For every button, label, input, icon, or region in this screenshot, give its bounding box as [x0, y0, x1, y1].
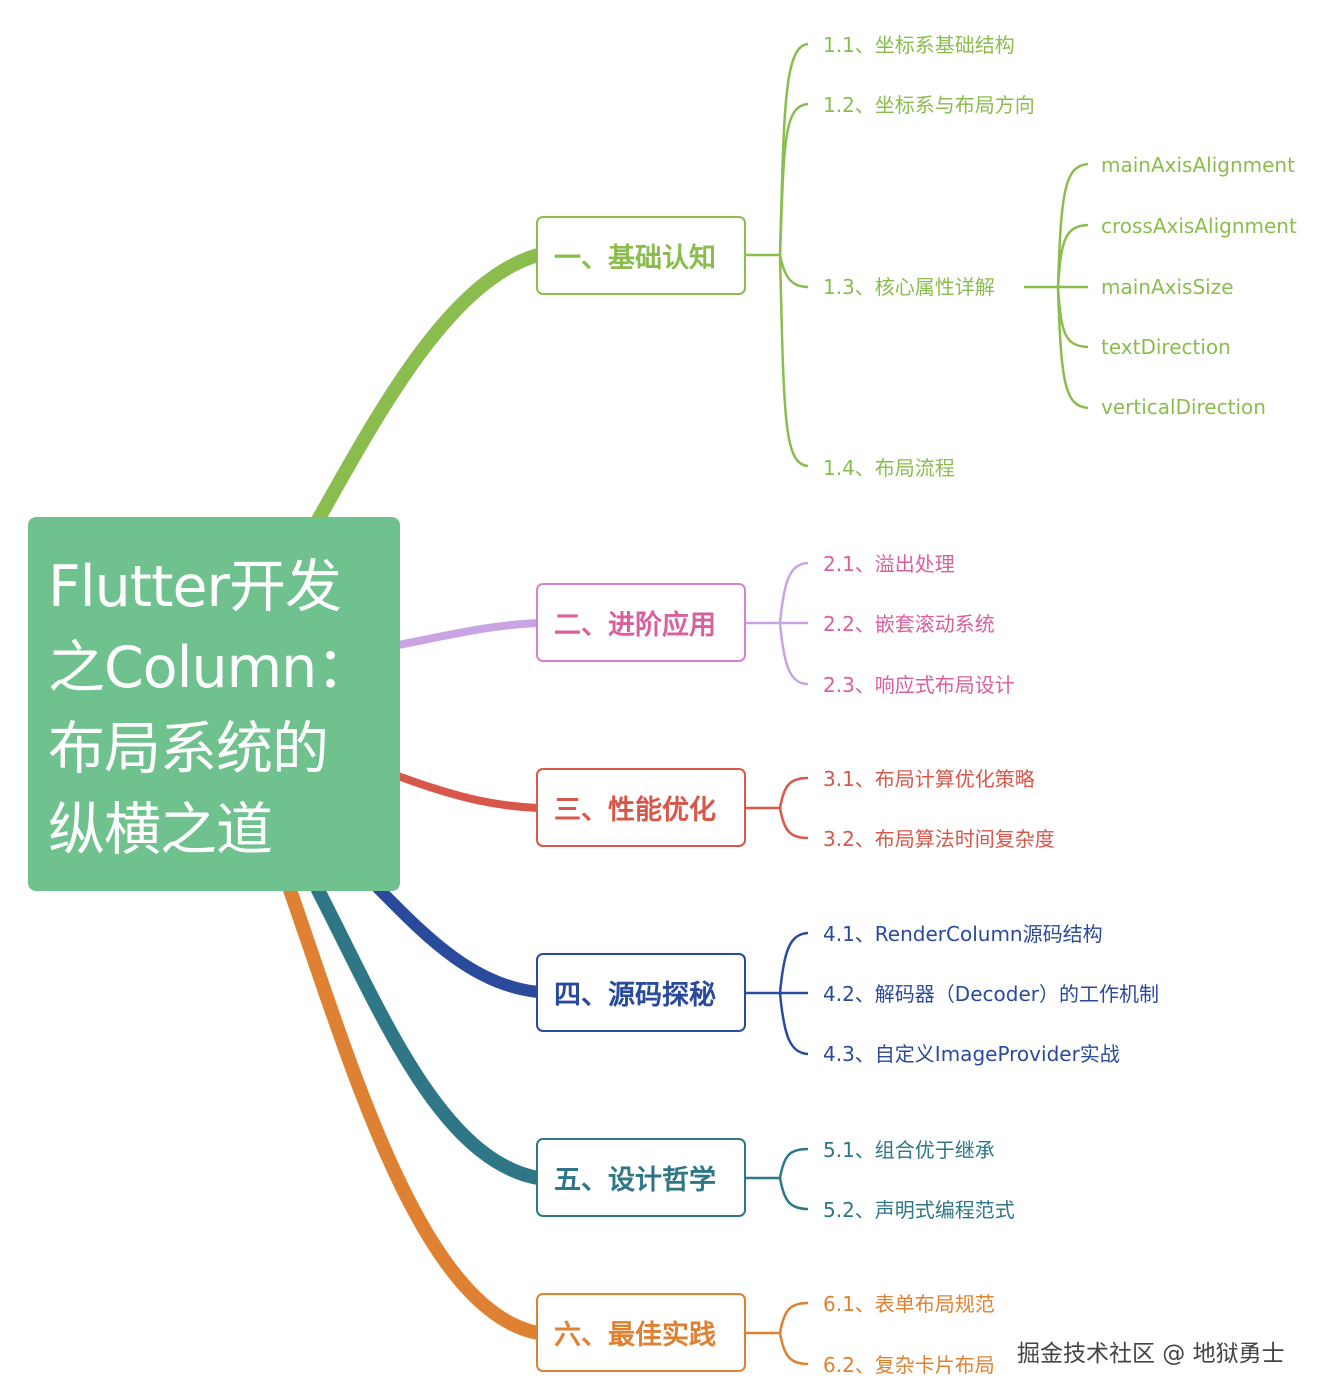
connector-root-b4: [372, 882, 544, 998]
branch-node-advanced[interactable]: 二、进阶应用: [536, 583, 746, 662]
topic-4-1[interactable]: 4.1、RenderColumn源码结构: [823, 922, 1103, 946]
branch-label: 四、源码探秘: [554, 980, 716, 1011]
branch-node-design[interactable]: 五、设计哲学: [536, 1138, 746, 1217]
topic-2-1[interactable]: 2.1、溢出处理: [823, 552, 955, 576]
topic-5-2[interactable]: 5.2、声明式编程范式: [823, 1198, 1015, 1222]
topic-2-3[interactable]: 2.3、响应式布局设计: [823, 673, 1015, 697]
root-node: Flutter开发 之Column： 布局系统的 纵横之道: [28, 517, 400, 891]
connectors-b6: [746, 1301, 809, 1366]
topic-3-2[interactable]: 3.2、布局算法时间复杂度: [823, 827, 1055, 851]
branch-label: 六、最佳实践: [554, 1320, 716, 1351]
topic-1-1[interactable]: 1.1、坐标系基础结构: [823, 33, 1015, 57]
branch-node-practice[interactable]: 六、最佳实践: [536, 1293, 746, 1372]
root-title-line: 纵横之道: [48, 797, 273, 863]
subtopic-vertical-direction[interactable]: verticalDirection: [1101, 395, 1266, 419]
branch-label: 五、设计哲学: [554, 1165, 716, 1196]
connectors-b4: [746, 931, 809, 1056]
subtopic-main-axis-alignment[interactable]: mainAxisAlignment: [1101, 153, 1295, 177]
topic-1-3[interactable]: 1.3、核心属性详解: [823, 275, 995, 299]
topic-2-2[interactable]: 2.2、嵌套滚动系统: [823, 612, 995, 636]
connector-root-b6: [283, 883, 545, 1340]
topic-1-2[interactable]: 1.2、坐标系与布局方向: [823, 93, 1035, 117]
branch-label: 二、进阶应用: [554, 610, 716, 641]
subtopic-main-axis-size[interactable]: mainAxisSize: [1101, 275, 1234, 299]
topic-4-3[interactable]: 4.3、自定义ImageProvider实战: [823, 1042, 1120, 1066]
connector-root-b2: [394, 619, 542, 649]
watermark: 掘金技术社区 @ 地狱勇士: [1017, 1341, 1285, 1367]
connector-root-b5: [311, 883, 545, 1185]
connector-root-b3: [394, 772, 542, 812]
topic-6-1[interactable]: 6.1、表单布局规范: [823, 1292, 995, 1316]
connectors-b3: [746, 776, 809, 840]
branch-node-performance[interactable]: 三、性能优化: [536, 768, 746, 847]
root-title-line: 之Column：: [48, 635, 373, 701]
subtopic-cross-axis-alignment[interactable]: crossAxisAlignment: [1101, 214, 1297, 238]
topic-6-2[interactable]: 6.2、复杂卡片布局: [823, 1353, 995, 1377]
connectors-b1: [746, 42, 1089, 468]
connectors-b5: [746, 1147, 809, 1211]
topic-3-1[interactable]: 3.1、布局计算优化策略: [823, 767, 1035, 791]
connectors-b2: [746, 561, 809, 686]
branch-node-basics[interactable]: 一、基础认知: [536, 216, 746, 295]
connector-root-b1: [311, 248, 545, 527]
branch-label: 三、性能优化: [554, 795, 716, 826]
topic-1-4[interactable]: 1.4、布局流程: [823, 456, 955, 480]
branch-node-source[interactable]: 四、源码探秘: [536, 953, 746, 1032]
subtopic-text-direction[interactable]: textDirection: [1101, 335, 1231, 359]
root-title-line: Flutter开发: [48, 554, 342, 620]
root-title-line: 布局系统的: [48, 716, 329, 782]
topic-5-1[interactable]: 5.1、组合优于继承: [823, 1138, 995, 1162]
branch-label: 一、基础认知: [554, 243, 716, 274]
topic-4-2[interactable]: 4.2、解码器（Decoder）的工作机制: [823, 982, 1159, 1006]
